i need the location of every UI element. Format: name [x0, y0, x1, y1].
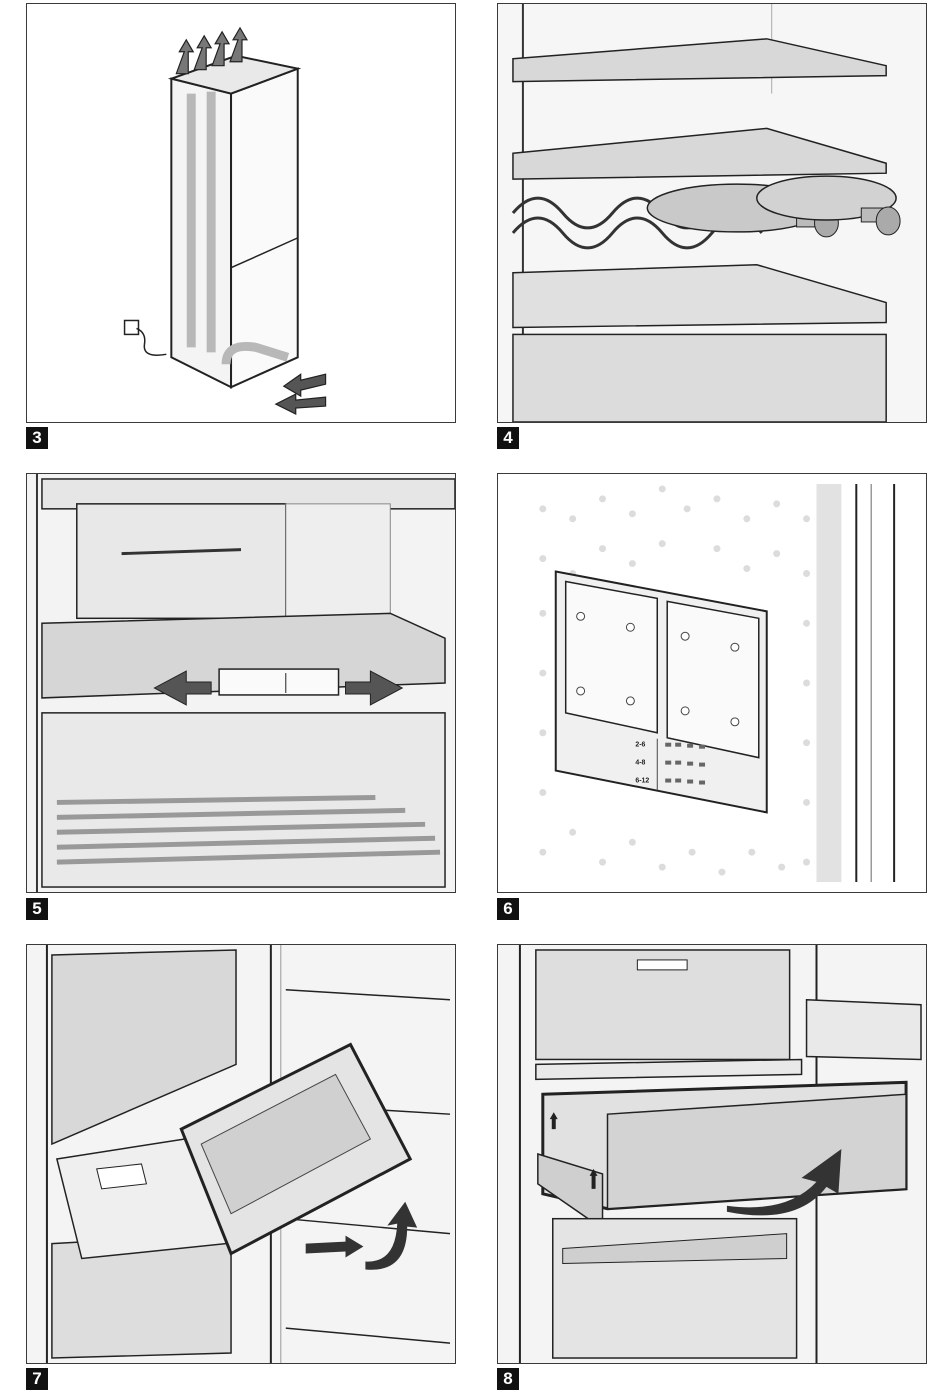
- storage-guide-illustration: 2-6 4-8 6-12: [498, 474, 926, 892]
- slider-illustration: [27, 474, 455, 892]
- figure-number: 5: [26, 898, 48, 920]
- drawer-front: [77, 504, 286, 618]
- figure-number: 8: [497, 1368, 519, 1390]
- drawer: [513, 334, 886, 422]
- figure-6-storage-guide: 2-6 4-8 6-12: [497, 473, 927, 893]
- figure-4-shelves-wine-rack: [497, 3, 927, 423]
- figure-5-slider: [26, 473, 456, 893]
- guide-row-label: 2-6: [635, 742, 645, 749]
- drawer-rails-illustration: [498, 945, 926, 1363]
- shelves-illustration: [498, 4, 926, 422]
- wall-socket-icon: [125, 320, 139, 334]
- air-in-arrows: [276, 374, 326, 414]
- figure-3-ventilation: [26, 3, 456, 423]
- figure-number: 4: [497, 427, 519, 449]
- guide-row-label: 6-12: [635, 778, 649, 785]
- guide-row-label: 4-8: [635, 760, 645, 767]
- drawer-removal-illustration: [27, 945, 455, 1363]
- figure-7-remove-drawer: [26, 944, 456, 1364]
- figure-number: 7: [26, 1368, 48, 1390]
- guide-card: [566, 581, 658, 732]
- figure-number: 6: [497, 898, 519, 920]
- figure-number: 3: [26, 427, 48, 449]
- guide-card: [667, 601, 759, 757]
- ventilation-illustration: [27, 4, 455, 422]
- figure-8-remove-drawer-rails: [497, 944, 927, 1364]
- slider-control[interactable]: [219, 669, 338, 695]
